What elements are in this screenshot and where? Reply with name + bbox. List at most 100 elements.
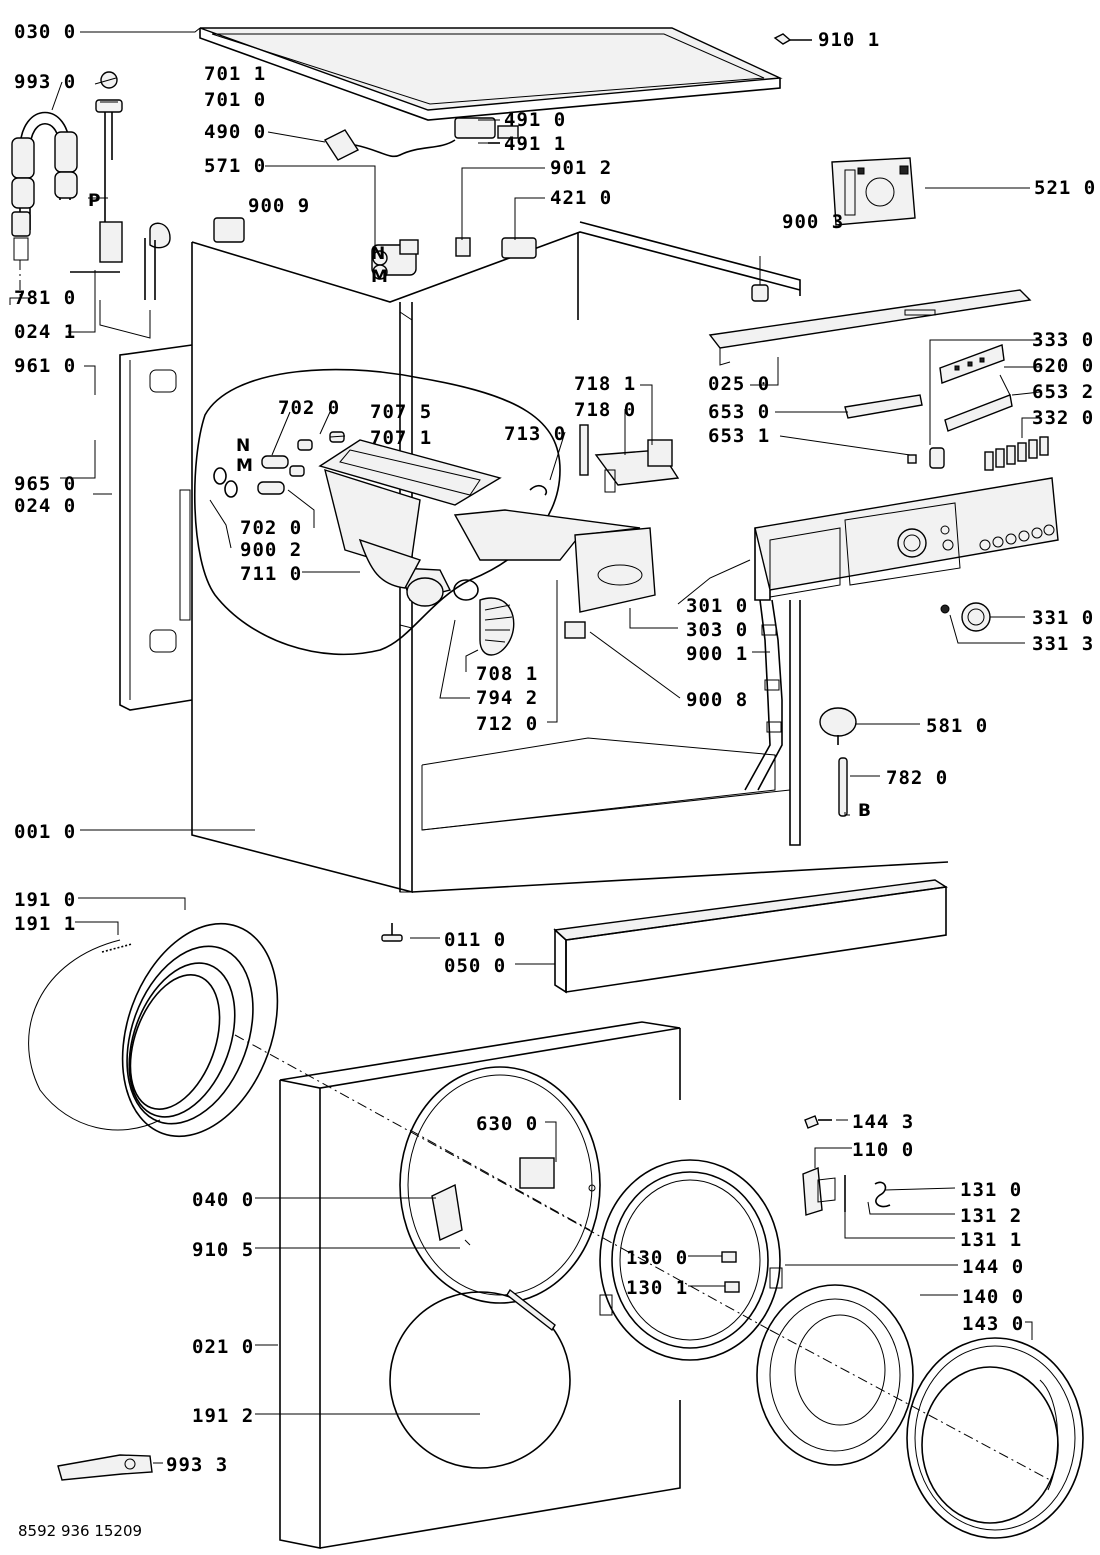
marker-n-valve: N — [371, 244, 386, 264]
part-label-713-0: 713 0 — [504, 423, 567, 445]
part-label-571-0: 571 0 — [204, 155, 267, 177]
part-label-191-1: 191 1 — [14, 913, 77, 935]
inlet-valve — [213, 217, 769, 302]
part-label-718-0: 718 0 — [574, 399, 637, 421]
part-label-024-0: 024 0 — [14, 495, 77, 517]
part-label-301-0: 301 0 — [686, 595, 749, 617]
part-label-620-0: 620 0 — [1032, 355, 1095, 377]
part-label-144-3: 144 3 — [852, 1111, 915, 1133]
marker-m-valve: M — [371, 267, 388, 287]
part-label-131-1: 131 1 — [960, 1229, 1023, 1251]
hose-hanger — [11, 71, 171, 339]
part-label-331-0: 331 0 — [1032, 607, 1095, 629]
part-label-993-0: 993 0 — [14, 71, 77, 93]
part-label-900-1: 900 1 — [686, 643, 749, 665]
part-label-900-2: 900 2 — [240, 539, 303, 561]
part-label-708-1: 708 1 — [476, 663, 539, 685]
part-label-050-0: 050 0 — [444, 955, 507, 977]
leader-lines — [9, 27, 1041, 1464]
pcb-board — [939, 344, 1005, 384]
door-inner-frame — [599, 1159, 783, 1361]
part-label-900-9: 900 9 — [248, 195, 311, 217]
part-label-110-0: 110 0 — [852, 1139, 915, 1161]
part-label-130-0: 130 0 — [626, 1247, 689, 1269]
door-gasket — [28, 922, 279, 1138]
part-label-718-1: 718 1 — [574, 373, 637, 395]
part-label-910-1: 910 1 — [818, 29, 881, 51]
control-module — [831, 157, 916, 226]
part-label-011-0: 011 0 — [444, 929, 507, 951]
part-label-701-1: 701 1 — [204, 63, 267, 85]
part-label-900-3: 900 3 — [782, 211, 845, 233]
part-label-521-0: 521 0 — [1034, 177, 1097, 199]
part-label-910-5: 910 5 — [192, 1239, 255, 1261]
part-label-712-0: 712 0 — [476, 713, 539, 735]
detergent-dispenser-housing — [318, 439, 502, 607]
pressure-switch — [819, 707, 857, 817]
part-label-491-1: 491 1 — [504, 133, 567, 155]
part-label-144-0: 144 0 — [962, 1256, 1025, 1278]
marker-b-tube: B — [858, 801, 871, 821]
spanner-tool — [57, 1454, 153, 1481]
door-outer-ring — [906, 1337, 1084, 1539]
part-label-782-0: 782 0 — [886, 767, 949, 789]
part-label-191-0: 191 0 — [14, 889, 77, 911]
part-label-490-0: 490 0 — [204, 121, 267, 143]
part-label-333-0: 333 0 — [1032, 329, 1095, 351]
plinth — [381, 879, 948, 994]
part-label-131-2: 131 2 — [960, 1205, 1023, 1227]
part-label-961-0: 961 0 — [14, 355, 77, 377]
part-label-143-0: 143 0 — [962, 1313, 1025, 1335]
part-label-707-1: 707 1 — [370, 427, 433, 449]
marker-m-fitting: M — [236, 456, 253, 476]
part-label-707-5: 707 5 — [370, 401, 433, 423]
part-label-001-0: 001 0 — [14, 821, 77, 843]
part-label-131-0: 131 0 — [960, 1179, 1023, 1201]
part-label-303-0: 303 0 — [686, 619, 749, 641]
front-panel — [279, 1021, 681, 1549]
part-label-021-0: 021 0 — [192, 1336, 255, 1358]
door-handle — [802, 1115, 891, 1216]
marker-p-hose: P — [88, 191, 101, 211]
part-label-130-1: 130 1 — [626, 1277, 689, 1299]
front-rail — [708, 289, 1032, 366]
part-label-653-1: 653 1 — [708, 425, 771, 447]
part-label-702-0-top: 702 0 — [278, 397, 341, 419]
part-label-491-0: 491 0 — [504, 109, 567, 131]
power-cord — [323, 33, 812, 161]
part-label-965-0: 965 0 — [14, 473, 77, 495]
detergent-drawer — [453, 424, 680, 613]
part-label-794-2: 794 2 — [476, 687, 539, 709]
back-panel — [119, 344, 193, 711]
part-label-781-0: 781 0 — [14, 287, 77, 309]
control-panel — [754, 477, 1059, 601]
program-knob — [940, 602, 991, 632]
marker-n-fitting: N — [236, 436, 251, 456]
top-cover — [199, 27, 783, 121]
part-label-900-8: 900 8 — [686, 689, 749, 711]
part-label-653-0: 653 0 — [708, 401, 771, 423]
part-label-331-3: 331 3 — [1032, 633, 1095, 655]
part-label-024-1: 024 1 — [14, 321, 77, 343]
part-label-040-0: 040 0 — [192, 1189, 255, 1211]
part-label-701-0: 701 0 — [204, 89, 267, 111]
cutaway-outline — [193, 368, 561, 656]
part-label-191-2: 191 2 — [192, 1405, 255, 1427]
wiring-harness — [564, 599, 783, 791]
part-label-702-0-bottom: 702 0 — [240, 517, 303, 539]
part-label-993-3: 993 3 — [166, 1454, 229, 1476]
part-label-140-0: 140 0 — [962, 1286, 1025, 1308]
door-glass — [756, 1284, 914, 1466]
button-strips — [844, 374, 1049, 471]
part-label-421-0: 421 0 — [550, 187, 613, 209]
part-label-030-0: 030 0 — [14, 21, 77, 43]
part-label-332-0: 332 0 — [1032, 407, 1095, 429]
document-number: 8592 936 15209 — [18, 1522, 143, 1540]
dispenser-hose — [453, 579, 515, 656]
part-label-630-0: 630 0 — [476, 1113, 539, 1135]
part-label-711-0: 711 0 — [240, 563, 303, 585]
part-label-581-0: 581 0 — [926, 715, 989, 737]
part-label-901-2: 901 2 — [550, 157, 613, 179]
part-label-025-0: 025 0 — [708, 373, 771, 395]
